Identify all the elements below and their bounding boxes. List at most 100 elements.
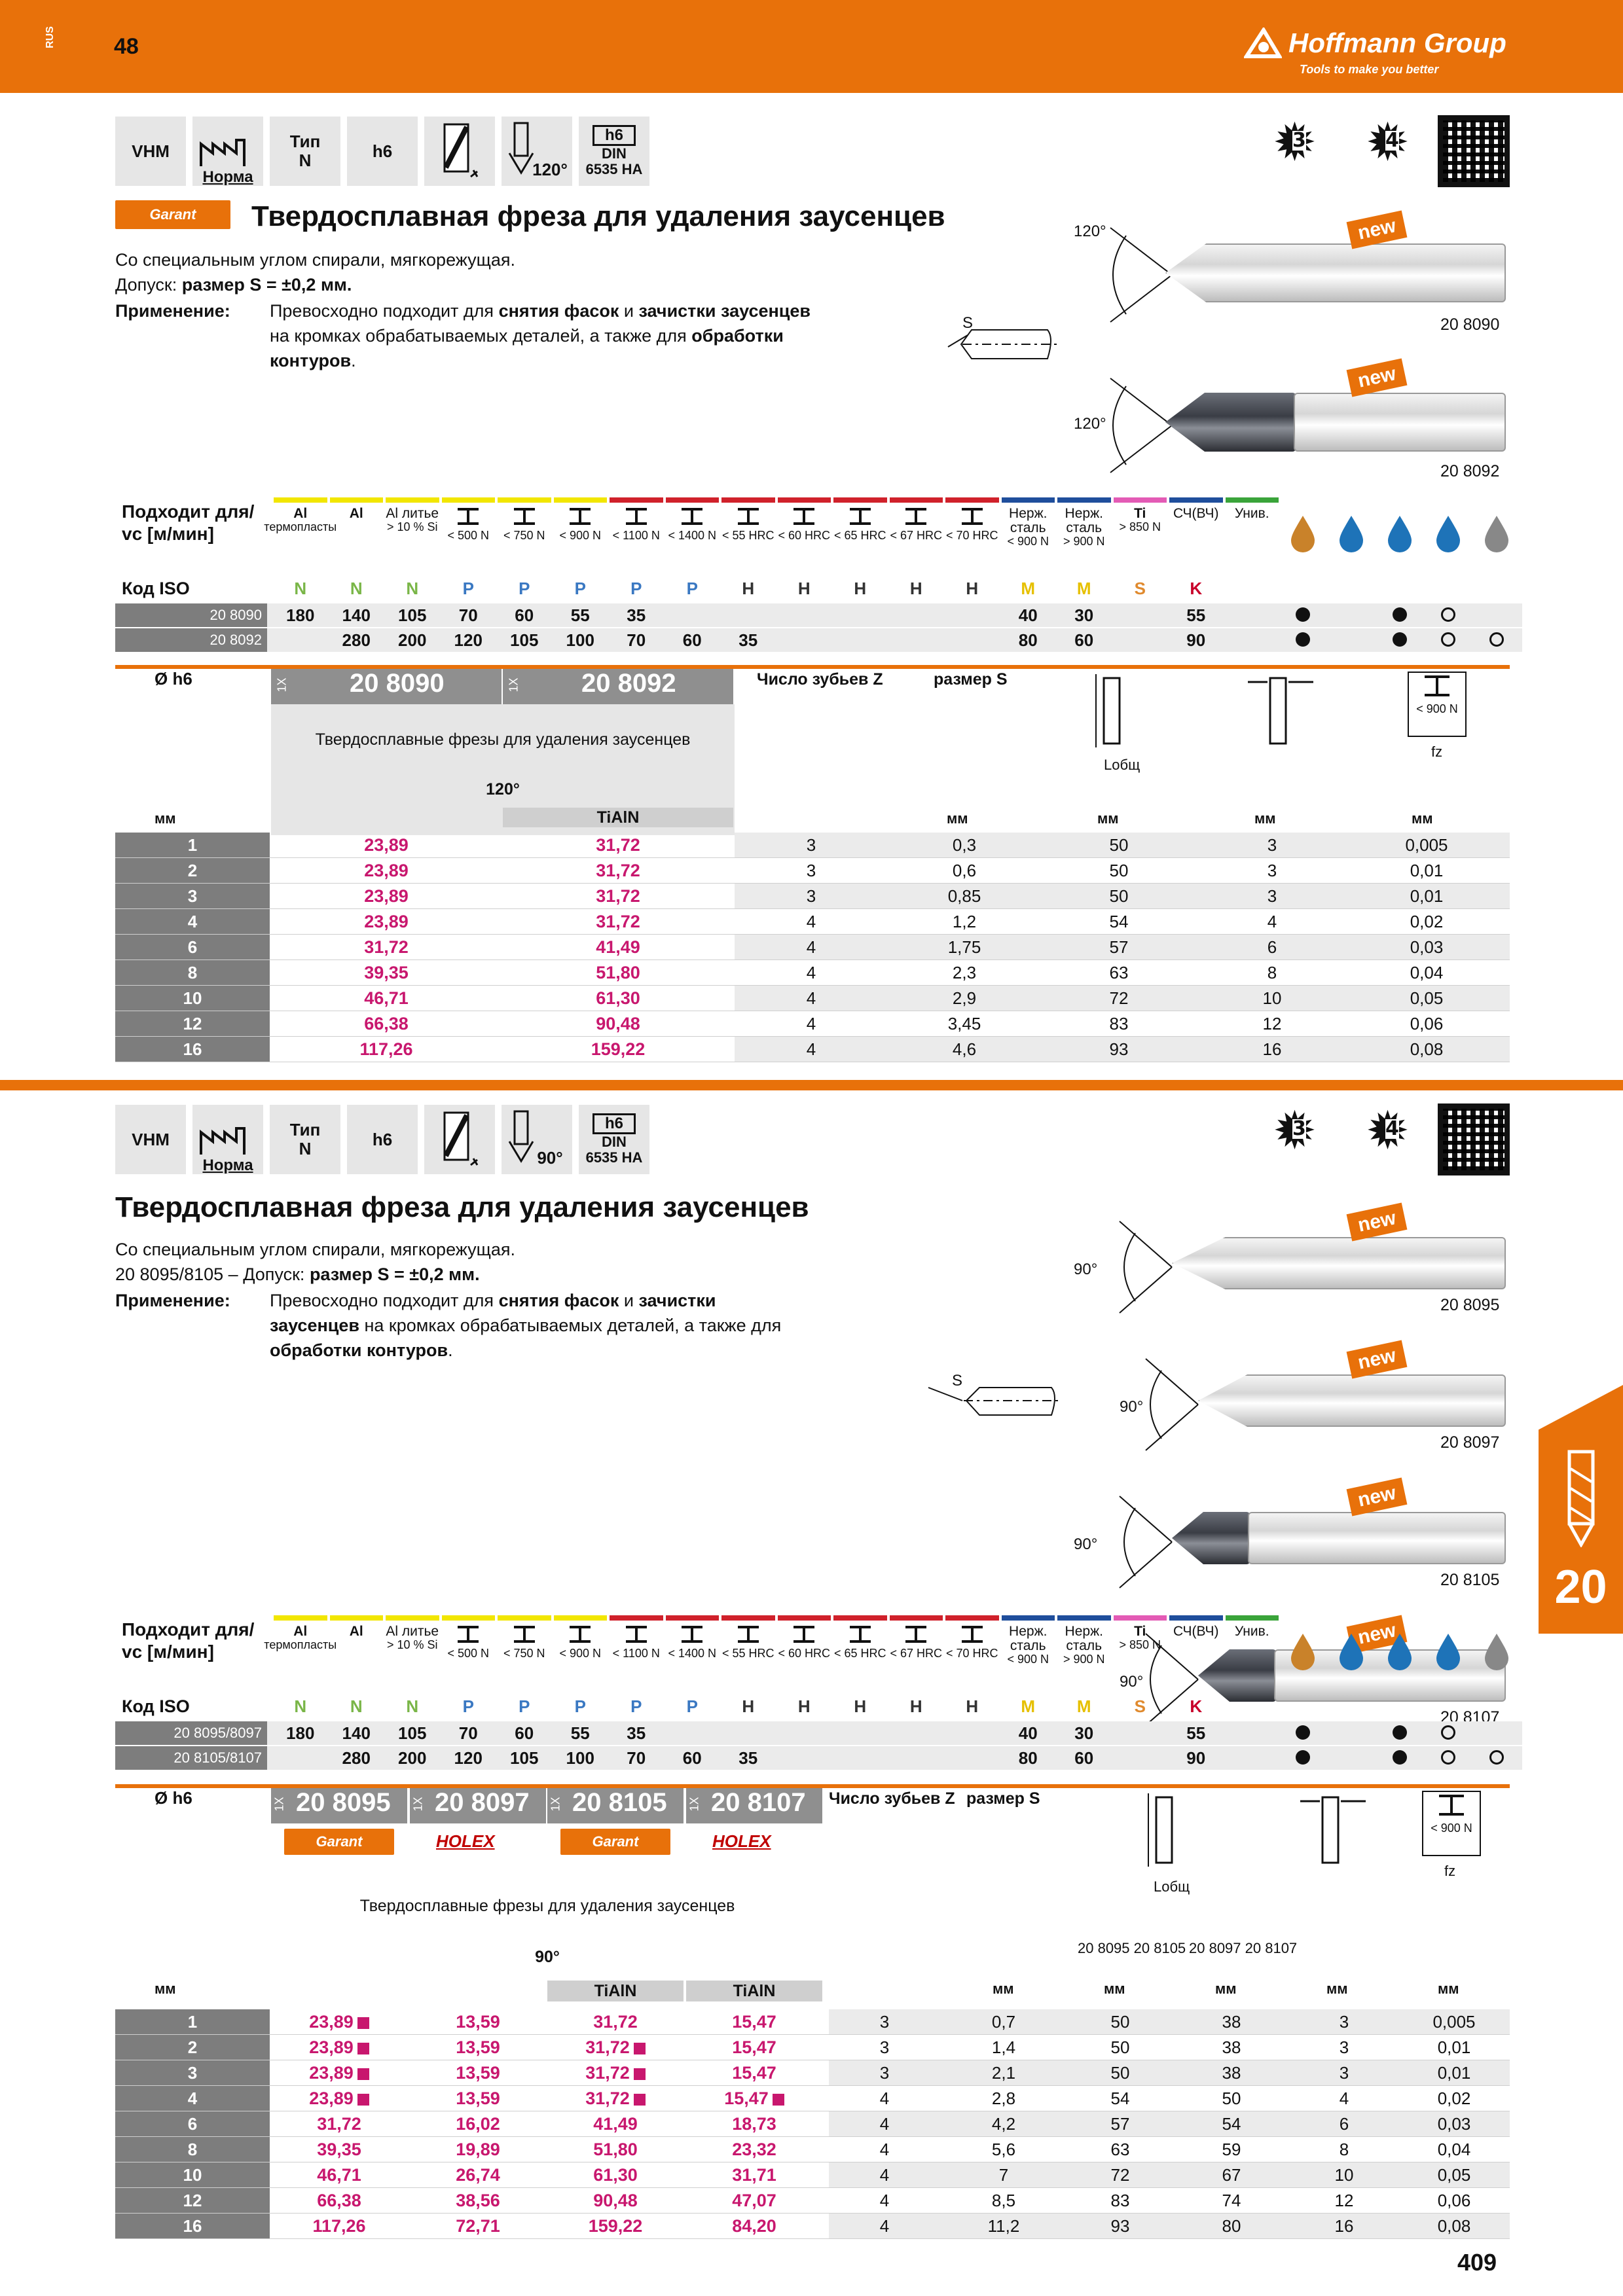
price-cell[interactable]: 19,89 bbox=[456, 2140, 500, 2159]
conditional-ring bbox=[1425, 632, 1471, 650]
price-cell[interactable]: 31,71 bbox=[732, 2165, 776, 2185]
price-cell[interactable]: 51,80 bbox=[596, 963, 640, 982]
cutting-speed-value: 60 bbox=[515, 605, 534, 625]
price-cell[interactable]: 15,47 bbox=[732, 2063, 776, 2083]
price-cell[interactable]: 23,89 bbox=[271, 2086, 407, 2111]
coating-label: TiAlN bbox=[503, 808, 733, 827]
price-cell[interactable]: 23,89 bbox=[364, 835, 409, 855]
material-strength: < 500 N bbox=[447, 528, 490, 542]
table-cell: 12 bbox=[1262, 1014, 1282, 1033]
price-cell[interactable]: 117,26 bbox=[312, 2216, 366, 2236]
price-cell[interactable]: 13,59 bbox=[456, 2089, 500, 2108]
iso-code: P bbox=[686, 579, 698, 598]
price-cell[interactable]: 117,26 bbox=[359, 1039, 413, 1059]
unit-label: мм bbox=[155, 810, 176, 827]
new-badge: new bbox=[1346, 210, 1408, 249]
qr-code-icon[interactable] bbox=[1438, 1103, 1510, 1175]
price-cell[interactable]: 15,47 bbox=[732, 2037, 776, 2057]
chapter-tab[interactable]: 20 bbox=[1539, 1385, 1623, 1634]
air-blast-icon bbox=[1474, 1631, 1520, 1674]
tolerance-icon: h6 bbox=[347, 1105, 418, 1174]
price-cell[interactable]: 31,72 bbox=[364, 937, 409, 957]
material-strength: < 750 N bbox=[503, 528, 545, 542]
diameter-cell: 3 bbox=[115, 884, 270, 908]
price-cell[interactable]: 31,72 bbox=[547, 2086, 684, 2111]
table-cell: 0,01 bbox=[1410, 886, 1444, 906]
stock-marker-icon bbox=[633, 2093, 646, 2106]
price-cell[interactable]: 31,72 bbox=[547, 2035, 684, 2060]
price-cell[interactable]: 31,72 bbox=[547, 2060, 684, 2085]
price-cell[interactable]: 31,72 bbox=[593, 2012, 638, 2032]
material-column-header: < 900 N bbox=[553, 1624, 609, 1670]
price-cell[interactable]: 31,72 bbox=[596, 912, 640, 931]
price-cell[interactable]: 23,89 bbox=[364, 886, 409, 906]
price-cell[interactable]: 46,71 bbox=[317, 2165, 361, 2185]
vc-row bbox=[115, 1721, 1522, 1745]
table-cell: 4 bbox=[879, 2089, 890, 2108]
vc-row bbox=[115, 603, 1522, 627]
material-color-bar bbox=[610, 497, 663, 503]
price-cell[interactable]: 13,59 bbox=[456, 2012, 500, 2032]
application-label: Применение: bbox=[115, 301, 230, 321]
angle-arc-icon bbox=[1113, 1492, 1178, 1594]
price-cell[interactable]: 15,47 bbox=[686, 2086, 822, 2111]
price-cell[interactable]: 23,89 bbox=[271, 2009, 407, 2034]
material-color-bar bbox=[1057, 1615, 1111, 1621]
tool-image bbox=[1172, 1512, 1506, 1564]
price-cell[interactable]: 23,32 bbox=[732, 2140, 776, 2159]
price-cell[interactable]: 18,73 bbox=[732, 2114, 776, 2134]
suitable-dot bbox=[1280, 1750, 1326, 1768]
price-cell[interactable]: 38,56 bbox=[456, 2191, 500, 2210]
price-cell[interactable]: 39,35 bbox=[317, 2140, 361, 2159]
iso-code: P bbox=[686, 1696, 698, 1716]
steel-beam-icon bbox=[903, 507, 929, 529]
price-cell[interactable]: 23,89 bbox=[364, 861, 409, 880]
material-column-header: < 55 HRC bbox=[720, 1624, 776, 1670]
price-cell[interactable]: 61,30 bbox=[596, 988, 640, 1008]
price-cell[interactable]: 159,22 bbox=[591, 1039, 646, 1059]
three-teeth-icon: ✹3 bbox=[1273, 117, 1317, 169]
price-cell[interactable]: 41,49 bbox=[596, 937, 640, 957]
point-angle-icon: 90° bbox=[501, 1105, 572, 1174]
iso-code: H bbox=[966, 579, 979, 598]
price-cell[interactable]: 41,49 bbox=[593, 2114, 638, 2134]
iso-code: N bbox=[406, 1696, 419, 1716]
price-cell[interactable]: 51,80 bbox=[593, 2140, 638, 2159]
price-cell[interactable]: 31,72 bbox=[596, 835, 640, 855]
price-cell[interactable]: 31,72 bbox=[596, 861, 640, 880]
pack-quantity: 1X bbox=[687, 1797, 701, 1812]
price-cell[interactable]: 84,20 bbox=[732, 2216, 776, 2236]
suitable-dot bbox=[1377, 1750, 1423, 1768]
price-cell[interactable]: 46,71 bbox=[364, 988, 409, 1008]
price-cell[interactable]: 16,02 bbox=[456, 2114, 500, 2134]
price-cell[interactable]: 15,47 bbox=[732, 2012, 776, 2032]
price-cell[interactable]: 66,38 bbox=[364, 1014, 409, 1033]
qr-code-icon[interactable] bbox=[1438, 115, 1510, 187]
price-cell[interactable]: 66,38 bbox=[317, 2191, 361, 2210]
price-cell[interactable]: 31,72 bbox=[317, 2114, 361, 2134]
suitable-dot bbox=[1280, 607, 1326, 625]
material-strength: < 55 HRC bbox=[721, 528, 775, 542]
price-cell[interactable]: 23,89 bbox=[271, 2060, 407, 2085]
price-cell[interactable]: 26,74 bbox=[456, 2165, 500, 2185]
point-angle-icon: 120° bbox=[501, 117, 572, 186]
material-name: Al литье bbox=[386, 1624, 439, 1639]
material-name: Al bbox=[349, 506, 363, 521]
price-cell[interactable]: 72,71 bbox=[456, 2216, 500, 2236]
price-cell[interactable]: 23,89 bbox=[364, 912, 409, 931]
tool-shank bbox=[1248, 1512, 1506, 1564]
price-cell[interactable]: 13,59 bbox=[456, 2063, 500, 2083]
price-cell[interactable]: 90,48 bbox=[593, 2191, 638, 2210]
cutting-speed-value: 60 bbox=[515, 1723, 534, 1743]
diameter-cell: 2 bbox=[115, 2035, 270, 2060]
price-cell[interactable]: 47,07 bbox=[732, 2191, 776, 2210]
price-cell[interactable]: 90,48 bbox=[596, 1014, 640, 1033]
price-cell[interactable]: 31,72 bbox=[596, 886, 640, 906]
price-cell[interactable]: 159,22 bbox=[588, 2216, 643, 2236]
price-cell[interactable]: 13,59 bbox=[456, 2037, 500, 2057]
price-cell[interactable]: 39,35 bbox=[364, 963, 409, 982]
price-cell[interactable]: 23,89 bbox=[271, 2035, 407, 2060]
row-divider bbox=[115, 2034, 1510, 2035]
coolant-oil-icon bbox=[1280, 513, 1326, 556]
price-cell[interactable]: 61,30 bbox=[593, 2165, 638, 2185]
